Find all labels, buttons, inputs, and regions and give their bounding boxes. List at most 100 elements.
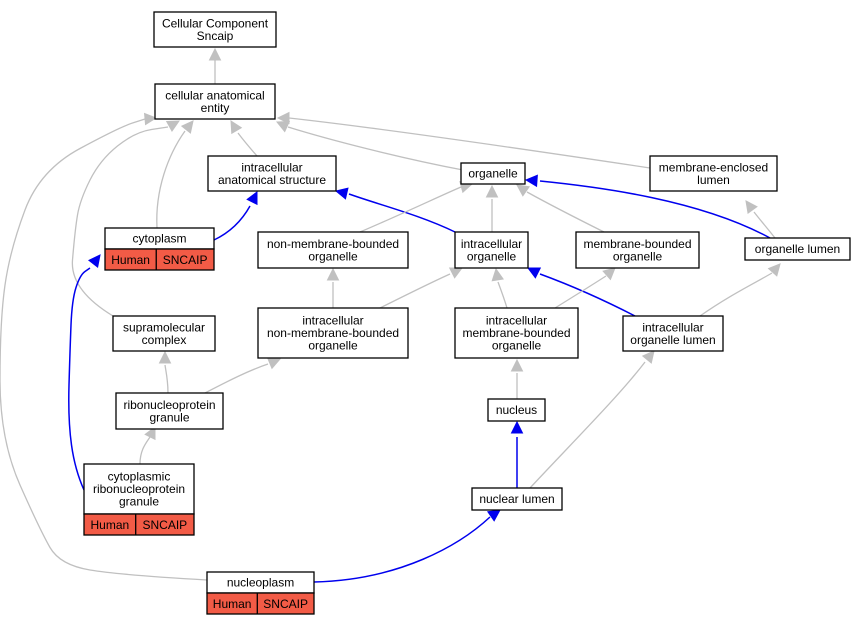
node-label: organelle lumen <box>630 333 715 347</box>
arrowhead-icon <box>526 267 542 279</box>
edge-iol-to-ol <box>699 263 781 317</box>
arrowhead-icon <box>208 47 222 61</box>
arrowhead-icon <box>144 425 156 441</box>
edge-nucleus-to-imbo <box>510 358 524 399</box>
arrowhead-icon <box>524 174 538 188</box>
node-box <box>460 162 526 185</box>
arrowhead-icon <box>230 120 243 135</box>
arrowhead-icon <box>334 187 349 200</box>
gene-label: SNCAIP <box>163 253 208 267</box>
edge-line <box>164 364 169 394</box>
arrowhead-icon <box>276 111 290 125</box>
species-label: Human <box>91 518 130 532</box>
edge-nl-to-iol <box>529 350 655 489</box>
node-box <box>154 83 276 120</box>
node-inmbo[interactable]: intracellularnon-membrane-boundedorganel… <box>257 307 409 359</box>
node-label: cytoplasm <box>132 232 186 246</box>
edge-crnpg-to-cytoplasm <box>68 254 101 491</box>
edge-cae-to-root <box>208 47 222 84</box>
node-box <box>487 398 546 422</box>
node-organelle[interactable]: organelle <box>460 162 526 185</box>
node-label: membrane-bounded <box>583 237 691 251</box>
arrowhead-icon <box>641 350 655 364</box>
node-label: non-membrane-bounded <box>267 237 399 251</box>
edge-crnpg-to-rnpg <box>139 425 156 465</box>
node-label: Sncaip <box>197 29 234 43</box>
node-box <box>744 237 851 261</box>
species-label: Human <box>213 597 252 611</box>
arrowhead-icon <box>158 350 172 364</box>
node-label: granule <box>149 410 189 424</box>
edge-ias-to-cae <box>230 120 258 157</box>
edge-io-to-ias <box>334 187 456 233</box>
edge-smc-to-cae <box>71 120 180 317</box>
node-nucleus[interactable]: nucleus <box>487 398 546 422</box>
annotation-box <box>104 248 215 271</box>
arrowhead-icon <box>143 112 158 126</box>
edge-rnpg-to-inmbo <box>204 357 282 394</box>
node-label: Cellular Component <box>162 16 269 30</box>
edge-cytoplasm-to-cae <box>156 120 194 229</box>
node-label: membrane-bounded <box>462 326 570 340</box>
edge-line <box>213 205 251 241</box>
edge-layer <box>0 47 781 583</box>
annotation-box <box>206 592 315 615</box>
node-nl[interactable]: nuclear lumen <box>471 487 563 511</box>
node-label: nucleus <box>496 403 537 417</box>
arrowhead-icon <box>266 357 282 370</box>
node-label: non-membrane-bounded <box>267 326 399 340</box>
node-label: supramolecular <box>123 320 205 334</box>
edge-inmbo-to-io <box>379 267 464 309</box>
node-label: intracellular <box>241 160 302 174</box>
edge-nucleoplasm-to-cae <box>0 112 208 581</box>
node-label: organelle <box>308 249 358 263</box>
node-box <box>257 231 409 269</box>
edge-line <box>539 180 771 239</box>
edge-line <box>68 267 91 491</box>
edge-mel-to-cae <box>276 111 651 169</box>
node-label: lumen <box>697 173 730 187</box>
arrowhead-icon <box>180 120 194 134</box>
edge-line <box>288 117 651 169</box>
arrowhead-icon <box>602 267 616 281</box>
node-label: granule <box>119 495 159 509</box>
edge-line <box>699 272 773 317</box>
node-box <box>649 155 778 192</box>
edge-line <box>139 436 151 465</box>
arrowhead-icon <box>516 184 531 197</box>
edge-line <box>71 126 169 317</box>
annotation-box <box>83 513 195 536</box>
edge-line <box>753 211 776 239</box>
node-box <box>112 315 216 352</box>
node-box <box>454 231 529 269</box>
node-label: cytoplasmic <box>108 470 171 484</box>
arrowhead-icon <box>448 267 464 279</box>
edge-rnpg-to-smc <box>158 350 172 394</box>
edge-inmbo-to-nmbo <box>326 267 340 309</box>
annotation-row[interactable]: Human SNCAIP <box>83 513 195 536</box>
edge-line <box>237 132 258 157</box>
gene-label: SNCAIP <box>143 518 188 532</box>
arrowhead-icon <box>510 420 524 434</box>
node-crnpg[interactable]: cytoplasmicribonucleoproteingranuleHuman… <box>83 463 195 536</box>
node-box <box>257 307 409 359</box>
node-ol[interactable]: organelle lumen <box>744 237 851 261</box>
edge-iol-to-io <box>526 267 636 317</box>
node-label: ribonucleoprotein <box>123 398 215 412</box>
